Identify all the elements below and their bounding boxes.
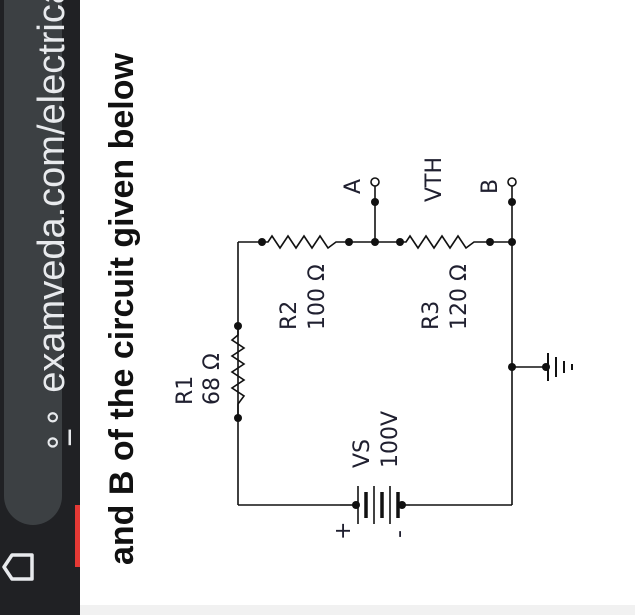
r1-resistor [230,326,246,418]
battery-plus-label: + [331,522,356,540]
junction-dot [396,238,404,246]
r1-value-label: 68 Ω [200,353,225,405]
battery-minus-label: - [387,530,412,538]
r2-name-label: R2 [277,301,302,330]
r2-value-label: 100 Ω [305,264,330,330]
junction-dot [345,238,353,246]
junction-dot [398,501,406,509]
r3-name-label: R3 [419,301,444,330]
junction-dot [352,501,360,509]
junction-dot [508,198,516,206]
r3-value-label: 120 Ω [447,264,472,330]
junction-dot [234,414,242,422]
junction-dot [234,322,242,330]
r2-resistor [262,234,349,250]
junction-dot [371,198,379,206]
r3-resistor [400,234,490,250]
junction-dot [371,238,379,246]
junction-dot [508,238,516,246]
r1-name-label: R1 [173,376,198,405]
browser-sidebar [0,0,80,615]
vs-name-label: VS [350,439,375,468]
junction-dot [542,363,550,371]
node-b-label: B [478,179,503,194]
vth-label: VTH [422,157,447,202]
back-arrow-icon[interactable] [2,545,46,589]
terminal-b [507,177,517,187]
page-bottom-edge [80,605,635,615]
address-bar[interactable] [4,0,62,525]
junction-dot [508,363,516,371]
vs-value-label: 100V [378,411,403,468]
terminal-a [370,177,380,187]
junction-dot [486,238,494,246]
junction-dot [258,238,266,246]
node-a-label: A [341,179,366,194]
